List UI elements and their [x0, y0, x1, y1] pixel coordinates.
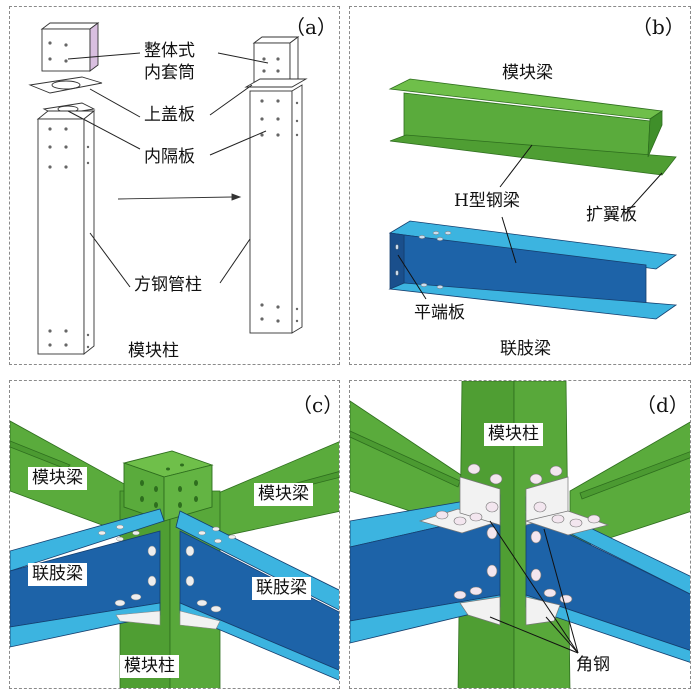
leader-inner-sleeve-right	[217, 52, 269, 64]
leader-h-beam-green	[499, 144, 533, 188]
label-square-tube-column: 方钢管柱	[134, 275, 202, 295]
panel-a-module-column: （a） 整体式 内套筒 上盖板 内隔板 方钢管柱 模块柱	[9, 6, 340, 365]
label-module-beam: 模块梁	[502, 63, 553, 83]
leader-top-plate-right	[209, 84, 253, 116]
square-tube-column-left	[36, 110, 96, 355]
leader-extended-flange	[625, 172, 663, 214]
bolts	[435, 463, 601, 604]
panel-d-joint-bottom: （d） 模块柱 角钢	[349, 380, 691, 689]
leader-angle-4	[545, 616, 579, 654]
arrow-head-icon	[231, 193, 242, 201]
label-link-beam-left: 联肢梁	[28, 563, 87, 586]
leader-diaphragm-left	[67, 110, 141, 150]
leader-column-left	[89, 232, 131, 288]
leader-h-beam-blue	[501, 216, 517, 264]
label-module-beam-left: 模块梁	[28, 467, 87, 490]
label-h-beam: H型钢梁	[454, 191, 520, 211]
joint-top-view-drawing	[10, 420, 339, 688]
panel-c-joint-top: （c） 模块梁 模块梁 联肢梁 联肢梁 模块柱	[9, 380, 340, 689]
leader-inner-sleeve-left	[67, 52, 141, 60]
module-beam-drawing	[388, 78, 677, 176]
label-module-beam-right: 模块梁	[254, 483, 313, 506]
label-top-cover-plate: 上盖板	[144, 105, 195, 125]
label-inner-sleeve-line1: 整体式	[144, 41, 195, 61]
link-beam-left-top-flange	[10, 508, 165, 572]
leader-angle-1	[489, 520, 579, 654]
leader-column-right	[219, 238, 251, 284]
panel-tag-b: （b）	[632, 15, 685, 39]
label-extended-flange-plate: 扩翼板	[586, 205, 637, 225]
beam-drawings	[388, 78, 678, 320]
leader-angle-3	[489, 616, 579, 654]
caption-module-column: 模块柱	[128, 341, 179, 361]
leader-angle-2	[543, 528, 579, 654]
label-module-column: 模块柱	[484, 423, 543, 446]
label-flat-end-plate: 平端板	[414, 303, 465, 323]
column-head-inner-sleeve	[122, 450, 214, 522]
module-column-exploded-drawing	[28, 22, 308, 355]
angle-steel-bottom-right	[525, 596, 561, 626]
label-module-column: 模块柱	[120, 655, 179, 678]
label-inner-sleeve-line2: 内套筒	[144, 63, 195, 83]
angle-steel-bottom-left	[459, 596, 501, 626]
top-cover-plate-exploded	[28, 76, 103, 94]
link-beam-right-web	[525, 512, 690, 651]
panel-tag-c: （c）	[292, 393, 340, 417]
label-link-beam-right: 联肢梁	[252, 577, 311, 600]
leader-top-plate-left	[89, 88, 141, 118]
panel-b-beams: （b） 模块梁 H型钢梁 扩翼板 平端板 联肢梁	[349, 6, 691, 365]
angle-steel-lower	[115, 610, 221, 630]
label-link-beam: 联肢梁	[500, 339, 551, 359]
label-angle-steel: 角钢	[576, 655, 610, 675]
panel-tag-d: （d）	[636, 393, 689, 417]
panel-tag-a: （a）	[285, 15, 337, 39]
label-inner-diaphragm: 内隔板	[144, 147, 195, 167]
leader-diaphragm-right	[209, 130, 267, 156]
assembly-arrow	[117, 196, 233, 200]
joint-bottom-view-drawing	[350, 381, 690, 688]
inner-sleeve-exploded	[40, 22, 100, 72]
square-tube-column-assembled	[244, 36, 308, 334]
leader-flat-end-plate	[397, 254, 427, 300]
link-beam-drawing	[388, 220, 678, 320]
